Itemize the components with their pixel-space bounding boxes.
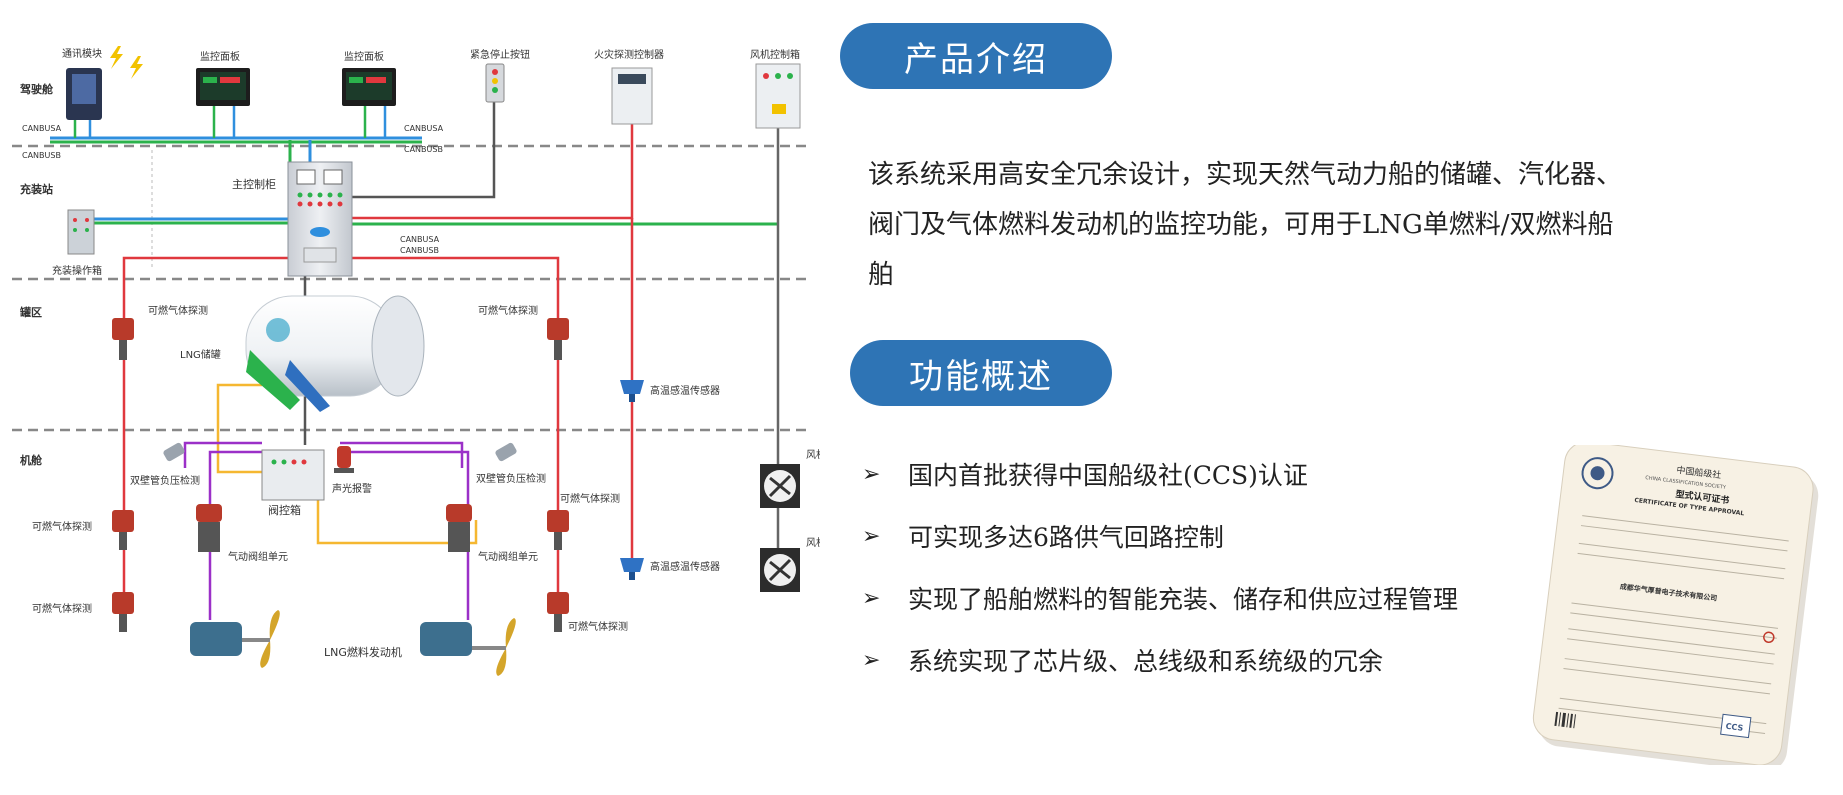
pressure-sensor-left-label: 双壁管负压检测 — [130, 474, 200, 487]
feature-text: 可实现多达6路供气回路控制 — [908, 523, 1224, 552]
fan-blades-icon — [768, 558, 792, 582]
ccs-seal-icon — [1581, 457, 1614, 490]
bus-label-b3: CANBUSB — [400, 246, 439, 255]
comm-module-label: 通讯模块 — [62, 48, 102, 60]
pressure-sensor-right: 双壁管负压检测 — [476, 442, 546, 485]
gas-detector-engine-l1-label: 可燃气体探测 — [32, 520, 92, 533]
monitor-panel-1-label: 监控面板 — [200, 50, 240, 63]
fire-controller-label: 火灾探测控制器 — [594, 48, 664, 61]
fire-controller: 火灾探测控制器 — [594, 48, 664, 125]
feature-text: 实现了船舶燃料的智能充装、储存和供应过程管理 — [908, 585, 1459, 614]
feature-list: ➢ 国内首批获得中国船级社(CCS)认证 ➢ 可实现多达6路供气回路控制 ➢ 实现了船… — [862, 443, 1458, 691]
intro-paragraph: 该系统采用高安全冗余设计，实现天然气动力船的储罐、汽化器、阀门及气体燃料发动机的… — [868, 160, 1623, 290]
fan-2-label: 风机 — [806, 536, 820, 549]
bunker-panel-label: 充装操作箱 — [52, 264, 102, 277]
list-item: ➢ 实现了船舶燃料的智能充装、储存和供应过程管理 — [862, 567, 1458, 629]
arrow-bullet-icon: ➢ — [862, 523, 881, 549]
zone-label-bridge: 驾驶舱 — [19, 82, 54, 96]
list-item: ➢ 可实现多达6路供气回路控制 — [862, 505, 1458, 567]
pressure-sensor-right-label: 双壁管负压检测 — [476, 472, 546, 485]
arrow-bullet-icon: ➢ — [862, 585, 881, 611]
section-title-function: 功能概述 — [850, 340, 1112, 406]
fan-2: 风机 — [760, 536, 820, 592]
bus-label-a3: CANBUSA — [400, 235, 440, 244]
bunker-panel: 充装操作箱 — [52, 209, 102, 277]
function-title-text: 功能概述 — [909, 356, 1053, 397]
fan-control-label: 风机控制箱 — [750, 48, 800, 61]
fan-control-box: 风机控制箱 — [750, 48, 801, 129]
gas-detector-tank-right: 可燃气体探测 — [478, 304, 569, 360]
gas-detector-tank-left: 可燃气体探测 — [112, 304, 208, 360]
list-item: ➢ 系统实现了芯片级、总线级和系统级的冗余 — [862, 629, 1458, 691]
fan-1-label: 风机 — [806, 448, 820, 461]
feature-text: 国内首批获得中国船级社(CCS)认证 — [908, 461, 1308, 490]
gas-detector-engine-l2: 可燃气体探测 — [32, 592, 134, 632]
estop-box: 紧急停止按钮 — [470, 48, 530, 103]
alarm-beacon: 声光报警 — [332, 446, 372, 495]
gas-detector-engine-r2-label: 可燃气体探测 — [568, 620, 628, 633]
temp-sensor-engine: 高温感温传感器 — [620, 558, 720, 580]
section-title-intro: 产品介绍 — [840, 23, 1112, 89]
gas-detector-engine-r2: 可燃气体探测 — [547, 592, 628, 633]
estop-label: 紧急停止按钮 — [470, 48, 530, 61]
bus-label-b2: CANBUSB — [404, 145, 443, 154]
pressure-sensor-left: 双壁管负压检测 — [130, 442, 200, 487]
fan-1: 风机 — [760, 448, 820, 508]
monitor-panel-2: 监控面板 — [342, 50, 396, 106]
arrow-bullet-icon: ➢ — [862, 461, 881, 487]
gas-detector-engine-l1: 可燃气体探测 — [32, 510, 134, 550]
arrow-bullet-icon: ➢ — [862, 647, 881, 673]
gas-detector-engine-r1-label: 可燃气体探测 — [560, 492, 620, 505]
alarm-label: 声光报警 — [332, 482, 372, 495]
gas-detector-tank-left-label: 可燃气体探测 — [148, 304, 208, 317]
gas-detector-engine-r1: 可燃气体探测 — [547, 492, 620, 550]
main-cabinet-label: 主控制柜 — [232, 177, 276, 191]
gas-detector-engine-l2-label: 可燃气体探测 — [32, 602, 92, 615]
lng-tank-label: LNG储罐 — [180, 348, 221, 361]
gas-valve-unit-right-label: 气动阀组单元 — [478, 550, 538, 563]
lng-engine-left — [190, 610, 280, 668]
ccs-certificate-image: 中国船级社 CHINA CLASSIFICATION SOCIETY 型式认可证… — [1532, 445, 1819, 765]
monitor-panel-2-label: 监控面板 — [344, 50, 384, 63]
zone-label-tank: 罐区 — [19, 305, 42, 319]
bus-label-b1: CANBUSB — [22, 151, 61, 160]
gas-detector-tank-right-label: 可燃气体探测 — [478, 304, 538, 317]
temp-sensor-tank: 高温感温传感器 — [620, 380, 720, 402]
gas-valve-unit-left: 气动阀组单元 — [196, 504, 288, 563]
monitor-panel-1: 监控面板 — [196, 50, 250, 106]
list-item: ➢ 国内首批获得中国船级社(CCS)认证 — [862, 443, 1458, 505]
zone-dividers — [12, 144, 808, 432]
gas-valve-unit-left-label: 气动阀组单元 — [228, 550, 288, 563]
lng-engine-label: LNG燃料发动机 — [324, 645, 402, 659]
comm-module: 通讯模块 — [62, 46, 143, 120]
valve-control-box: 阀控箱 — [261, 449, 325, 517]
fan-blades-icon — [768, 474, 792, 498]
feature-text: 系统实现了芯片级、总线级和系统级的冗余 — [908, 647, 1384, 676]
lightning-icon — [110, 46, 123, 69]
valve-box-label: 阀控箱 — [268, 503, 301, 517]
system-diagram: 驾驶舱 充装站 罐区 机舱 — [12, 46, 820, 676]
zone-label-bunker: 充装站 — [20, 182, 53, 196]
bus-label-a1: CANBUSA — [22, 124, 62, 133]
lightning-icon — [130, 56, 143, 79]
bus-label-a2: CANBUSA — [404, 124, 444, 133]
temp-sensor-engine-label: 高温感温传感器 — [650, 560, 720, 573]
zone-label-engine: 机舱 — [20, 453, 43, 467]
gas-valve-unit-right: 气动阀组单元 — [446, 504, 538, 563]
main-control-cabinet: 主控制柜 — [232, 161, 353, 277]
cert-mark: CCS — [1725, 722, 1744, 733]
lng-tank: LNG储罐 — [180, 295, 425, 412]
lng-engine-right — [420, 618, 516, 676]
temp-sensor-tank-label: 高温感温传感器 — [650, 384, 720, 397]
intro-title-text: 产品介绍 — [904, 39, 1048, 80]
